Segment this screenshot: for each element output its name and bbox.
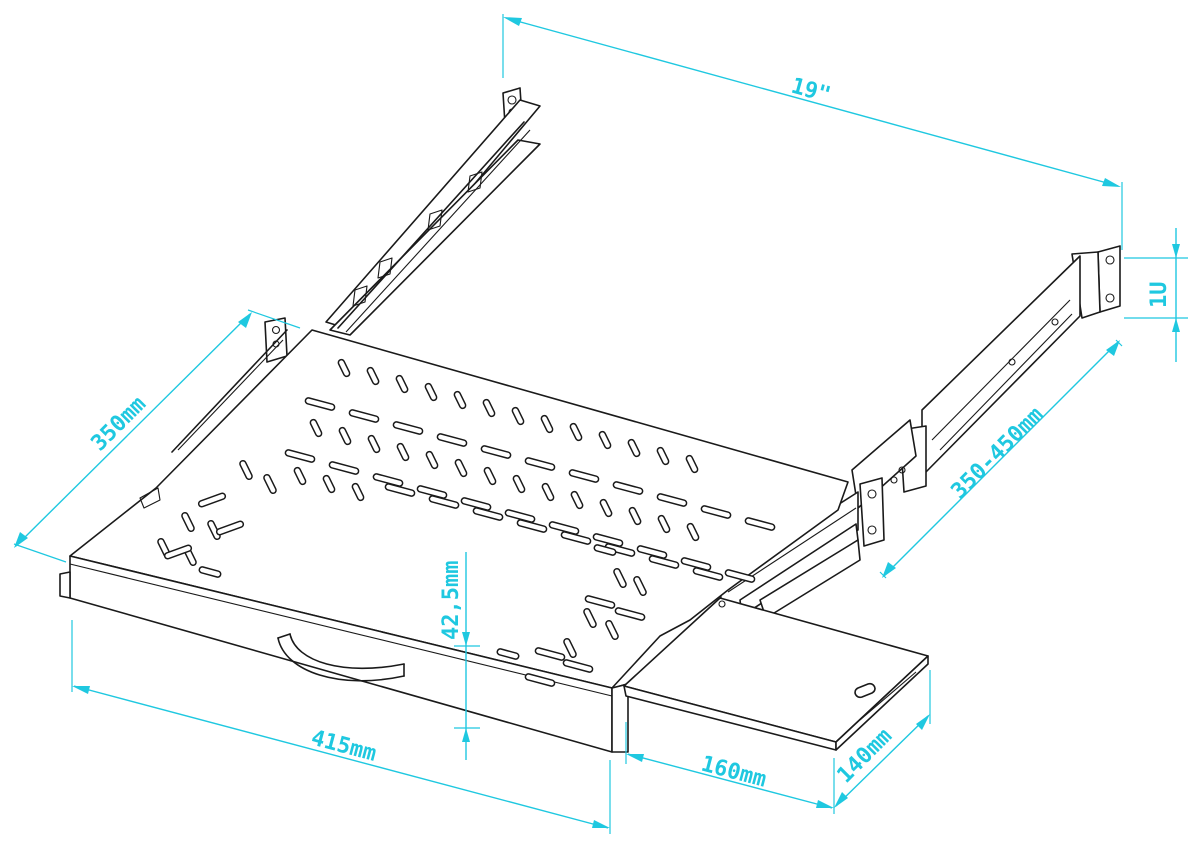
vent-slot — [685, 454, 699, 474]
vent-slot — [700, 505, 732, 519]
left-rail — [171, 87, 541, 453]
vent-slot — [563, 637, 577, 659]
vent-slot — [416, 485, 448, 499]
label-keyboard-extension: 160mm — [698, 752, 768, 793]
vent-slot — [569, 422, 583, 442]
vent-slot — [395, 374, 409, 394]
vent-slot — [304, 397, 336, 411]
vent-slot — [605, 619, 619, 641]
vent-slot — [198, 566, 222, 578]
vent-slot — [592, 533, 624, 547]
dimension-1u: 1U — [1124, 228, 1188, 362]
vent-slot — [197, 492, 227, 508]
vent-slot — [524, 673, 556, 687]
vent-slot — [163, 544, 193, 560]
vent-slot — [428, 495, 460, 509]
vent-slot — [656, 446, 670, 466]
vent-slot — [482, 398, 496, 418]
vent-slot — [293, 466, 307, 486]
vent-slot — [560, 531, 592, 545]
vent-slot — [540, 414, 554, 434]
vent-slot — [612, 481, 644, 495]
vent-slot — [496, 648, 520, 660]
vent-slot — [524, 457, 556, 471]
vent-slot — [541, 482, 555, 502]
vent-slot — [239, 459, 253, 481]
label-width-415: 415mm — [308, 726, 378, 767]
vent-slot — [480, 445, 512, 459]
vent-slot — [614, 607, 646, 621]
vent-slot — [453, 390, 467, 410]
sliding-tray — [59, 329, 849, 753]
vent-slot — [628, 506, 642, 526]
vent-slot — [284, 449, 316, 463]
vent-slot — [436, 433, 468, 447]
vent-slot — [460, 497, 492, 511]
vent-slot — [548, 521, 580, 535]
vent-slot — [366, 366, 380, 386]
label-19in: 19" — [788, 74, 833, 109]
vent-slot — [322, 474, 336, 494]
vent-slot — [534, 647, 566, 661]
vent-slot — [472, 507, 504, 521]
vent-slot — [512, 474, 526, 494]
vent-slot — [309, 418, 323, 438]
vent-slot — [648, 555, 680, 569]
vent-slot — [215, 520, 245, 536]
vent-slot — [724, 569, 756, 583]
vent-slot — [584, 595, 616, 609]
vent-slot — [744, 517, 776, 531]
label-1u: 1U — [1147, 282, 1172, 309]
vent-slot — [181, 511, 195, 533]
vent-slot — [348, 409, 380, 423]
vent-slot — [367, 434, 381, 454]
vent-slot — [604, 543, 636, 557]
vent-slot — [424, 382, 438, 402]
vent-slot — [454, 458, 468, 478]
vent-slot — [599, 498, 613, 518]
vent-slot — [483, 466, 497, 486]
vent-slot — [680, 557, 712, 571]
vent-slot — [627, 438, 641, 458]
vent-slot — [692, 567, 724, 581]
label-depth: 350mm — [87, 392, 152, 457]
vent-slot — [328, 461, 360, 475]
vent-slot — [562, 659, 594, 673]
vent-slot — [568, 469, 600, 483]
vent-slot — [583, 607, 597, 629]
vent-slot — [656, 493, 688, 507]
vent-slot — [425, 450, 439, 470]
vent-slot — [593, 544, 617, 556]
vent-slot — [384, 483, 416, 497]
label-tray-height: 42,5mm — [439, 561, 464, 640]
vent-slot — [351, 482, 365, 502]
vent-slot — [392, 421, 424, 435]
vent-slot — [516, 519, 548, 533]
vent-slot — [338, 426, 352, 446]
vent-slot — [337, 358, 351, 378]
vent-slot — [504, 509, 536, 523]
vent-slot — [372, 473, 404, 487]
vent-slot — [598, 430, 612, 450]
ventilation-slots — [157, 358, 776, 687]
keyboard-shelf — [623, 597, 929, 751]
vent-slot — [686, 522, 700, 542]
right-rail — [719, 245, 1121, 621]
vent-slot — [570, 490, 584, 510]
vent-slot — [207, 519, 221, 541]
vent-slot — [396, 442, 410, 462]
vent-slot — [613, 567, 627, 589]
dimension-height-42-5: 42,5mm — [439, 552, 480, 760]
vent-slot — [657, 514, 671, 534]
vent-slot — [636, 545, 668, 559]
vent-slot — [633, 575, 647, 597]
vent-slot — [511, 406, 525, 426]
vent-slot — [263, 473, 277, 495]
dimension-19in: 19" — [502, 14, 1123, 250]
